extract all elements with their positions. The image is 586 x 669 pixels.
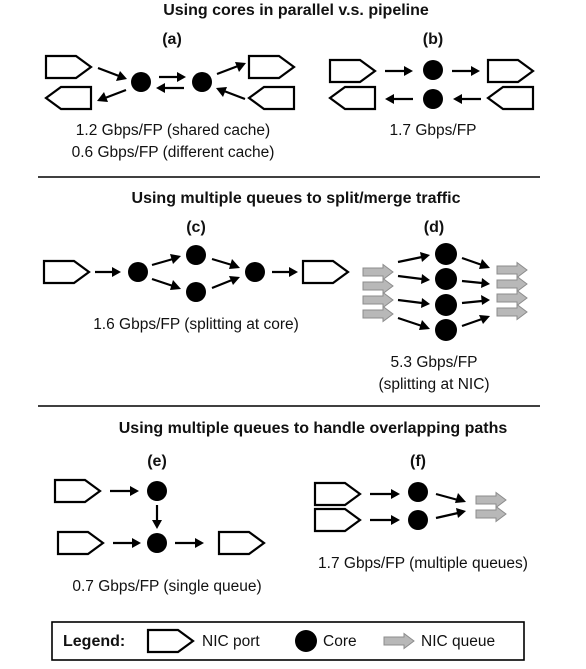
core-icon <box>186 282 206 302</box>
nic-port-icon <box>328 58 377 84</box>
diagram-d-caption1: 5.3 Gbps/FP <box>390 354 477 371</box>
diagram-a-label: (a) <box>162 31 182 48</box>
diagram-a-caption2: 0.6 Gbps/FP (different cache) <box>72 144 275 161</box>
nic-port-icon <box>486 85 535 111</box>
core-icon <box>435 243 457 265</box>
legend-box <box>51 621 525 661</box>
nic-port-icon <box>44 54 93 80</box>
diagram-c-label: (c) <box>186 219 206 236</box>
core-icon <box>423 60 443 80</box>
nic-queue-icon <box>362 264 394 280</box>
core-icon <box>245 262 265 282</box>
core-icon <box>435 294 457 316</box>
core-icon <box>147 533 167 553</box>
diagram-b-caption1: 1.7 Gbps/FP <box>389 122 476 139</box>
nic-queue-icon <box>496 276 528 292</box>
section2-title: Using multiple queues to split/merge tra… <box>132 190 461 207</box>
nic-queue-icon <box>362 292 394 308</box>
core-icon <box>192 72 212 92</box>
nic-port-icon <box>217 530 266 556</box>
nic-port-icon <box>56 530 105 556</box>
legend: Legend: NIC port Core NIC queue <box>51 621 525 661</box>
nic-queue-icon <box>496 262 528 278</box>
core-icon <box>423 89 443 109</box>
diagram-f-caption1: 1.7 Gbps/FP (multiple queues) <box>318 555 528 572</box>
core-icon <box>128 262 148 282</box>
core-icon <box>295 630 317 652</box>
core-icon <box>131 72 151 92</box>
diagram-b: (b) 1.7 Gbps/FP <box>328 31 535 139</box>
core-icon <box>435 319 457 341</box>
section3-title: Using multiple queues to handle overlapp… <box>119 420 508 437</box>
diagram-d: (d) 5.3 Gbps/FP (splitting at NIC) <box>362 219 528 393</box>
diagram-c-caption1: 1.6 Gbps/FP (splitting at core) <box>93 316 299 333</box>
nic-port-icon <box>53 478 102 504</box>
nic-queue-icon <box>496 304 528 320</box>
legend-label-nic-port: NIC port <box>202 633 260 650</box>
nic-queue-icon <box>475 506 507 522</box>
diagram-c: (c) 1.6 Gbps/FP (splitting at core) <box>42 219 350 333</box>
core-icon <box>435 268 457 290</box>
diagram-f: (f) 1.7 Gbps/FP (multiple queues) <box>313 453 528 572</box>
core-icon <box>186 245 206 265</box>
nic-port-icon <box>42 259 91 285</box>
nic-port-icon <box>328 85 377 111</box>
core-icon <box>147 481 167 501</box>
nic-queue-icon <box>496 290 528 306</box>
diagram-e-caption1: 0.7 Gbps/FP (single queue) <box>72 578 261 595</box>
core-icon <box>408 482 428 502</box>
legend-label-core: Core <box>323 633 357 650</box>
section1-title: Using cores in parallel v.s. pipeline <box>163 2 429 19</box>
diagram-f-label: (f) <box>410 453 426 470</box>
legend-title: Legend: <box>63 633 125 650</box>
nic-port-icon <box>44 85 93 111</box>
diagram-e-label: (e) <box>147 453 167 470</box>
diagram-e: (e) 0.7 Gbps/FP (single queue) <box>53 453 266 595</box>
nic-port-icon <box>313 507 362 533</box>
nic-port-icon <box>486 58 535 84</box>
nic-port-icon <box>247 85 296 111</box>
nic-port-icon <box>247 54 296 80</box>
diagram-b-label: (b) <box>423 31 443 48</box>
nic-queue-icon <box>475 492 507 508</box>
nic-queue-icon <box>362 278 394 294</box>
diagram-d-label: (d) <box>424 219 444 236</box>
legend-label-nic-queue: NIC queue <box>421 633 495 650</box>
nic-port-icon <box>301 259 350 285</box>
diagram-a: (a) 1.2 Gbps/FP (shared cache) 0.6 Gbps/… <box>44 31 296 161</box>
nic-queue-icon <box>362 306 394 322</box>
core-icon <box>408 510 428 530</box>
nic-port-icon <box>313 481 362 507</box>
diagram-a-caption1: 1.2 Gbps/FP (shared cache) <box>76 122 270 139</box>
diagram-d-caption2: (splitting at NIC) <box>378 376 489 393</box>
